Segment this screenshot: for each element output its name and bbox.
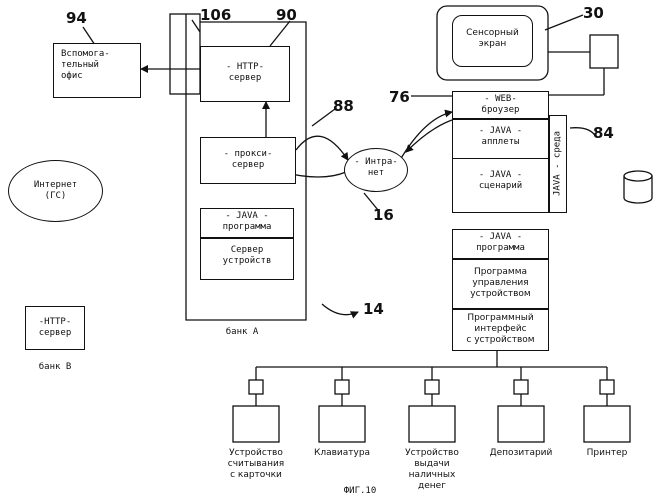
intranet-label: - Интра- нет (344, 157, 408, 179)
back-office-label: Вспомога- тельный офис (61, 49, 139, 82)
ref-88: 88 (333, 97, 354, 115)
leader-106 (192, 20, 200, 32)
bank-b-label: банк В (25, 362, 85, 373)
figure-caption: ФИГ.10 (330, 486, 390, 497)
java-env-label: JAVA - среда (553, 119, 564, 209)
web-browser-label: - WEB- броузер (452, 94, 549, 116)
cash-dispenser-label: Устройство выдачи наличных денег (394, 448, 470, 492)
internet-label: Интернет (ГС) (8, 180, 103, 202)
leader-30 (545, 15, 583, 30)
ref-76: 76 (389, 88, 410, 106)
ref-106: 106 (200, 6, 231, 24)
keyboard-label: Клавиатура (302, 448, 382, 459)
printer-label: Принтер (574, 448, 640, 459)
ref-30: 30 (583, 4, 604, 22)
arrow-intranet-to-browser (400, 112, 452, 160)
depositary-label: Депозитарий (481, 448, 561, 459)
bank-a-label: банк А (212, 327, 272, 338)
leader-88 (312, 109, 335, 126)
ref-90: 90 (276, 6, 297, 24)
http-server-b-label: -HTTP- сервер (25, 317, 85, 339)
leader-14 (322, 304, 358, 315)
device-server-label: Сервер устройств (200, 245, 294, 267)
ref-14: 14 (363, 300, 384, 318)
card-reader-label: Устройство считывания с карточки (220, 448, 292, 481)
device-control-label: Программа управления устройством (452, 267, 549, 300)
java-program-a-label: - JAVA - программа (200, 211, 294, 233)
device-api-label: Программный интерфейс с устройством (452, 313, 549, 346)
ref-84: 84 (593, 124, 614, 142)
java-program-b-label: - JAVA - программа (452, 232, 549, 254)
ref-16: 16 (373, 206, 394, 224)
database-top (624, 171, 652, 181)
arrow-proxy-to-intranet (296, 136, 348, 160)
java-applets-label: - JAVA - апплеты (452, 126, 549, 148)
http-server-a-label: - HTTP- сервер (200, 62, 290, 84)
proxy-server-label: - прокси- сервер (200, 149, 296, 171)
touch-screen-label: Сенсорный экран (452, 28, 533, 50)
ref-94: 94 (66, 9, 87, 27)
leader-90 (270, 21, 290, 46)
arrow-browser-to-intranet (406, 120, 452, 152)
touch-unit-box (590, 35, 618, 68)
java-script-label: - JAVA - сценарий (452, 170, 549, 192)
